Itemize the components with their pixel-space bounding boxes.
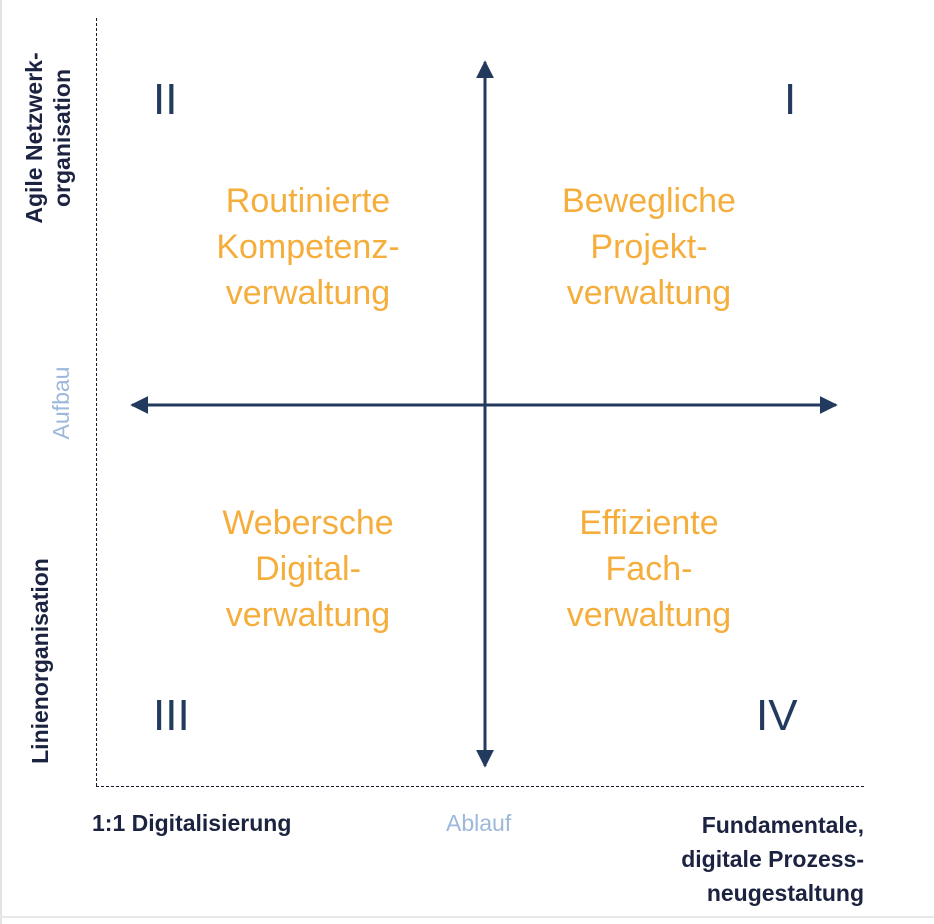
quadrant-numeral-iv: IV (756, 691, 798, 740)
quadrant-title-iii: Webersche Digital- verwaltung (222, 504, 394, 634)
y-axis-dashed-line (96, 18, 97, 786)
quadrant-title-iv: Effiziente Fach- verwaltung (566, 504, 732, 634)
quadrant-numeral-ii: II (153, 75, 178, 124)
frame-bottom-border (0, 916, 934, 918)
quadrant-numeral-i: I (784, 75, 797, 124)
y-axis-center-label: Aufbau (48, 366, 74, 440)
frame-left-border (0, 0, 2, 924)
x-axis-left-label: 1:1 Digitalisierung (92, 810, 292, 836)
quadrant-numeral-iii: III (153, 691, 190, 740)
quadrant-title-ii: Routinierte Kompetenz- verwaltung (216, 182, 400, 312)
x-axis-center-label: Ablauf (446, 810, 512, 836)
quadrant-title-i: Bewegliche Projekt- verwaltung (562, 182, 736, 312)
y-axis-bottom-label: Linienorganisation (27, 558, 53, 764)
x-axis-dashed-line (96, 786, 864, 787)
y-axis-top-label: Agile Netzwerk- organisation (21, 52, 75, 224)
x-axis-right-label: Fundamentale, digitale Prozess- neugesta… (681, 812, 864, 906)
